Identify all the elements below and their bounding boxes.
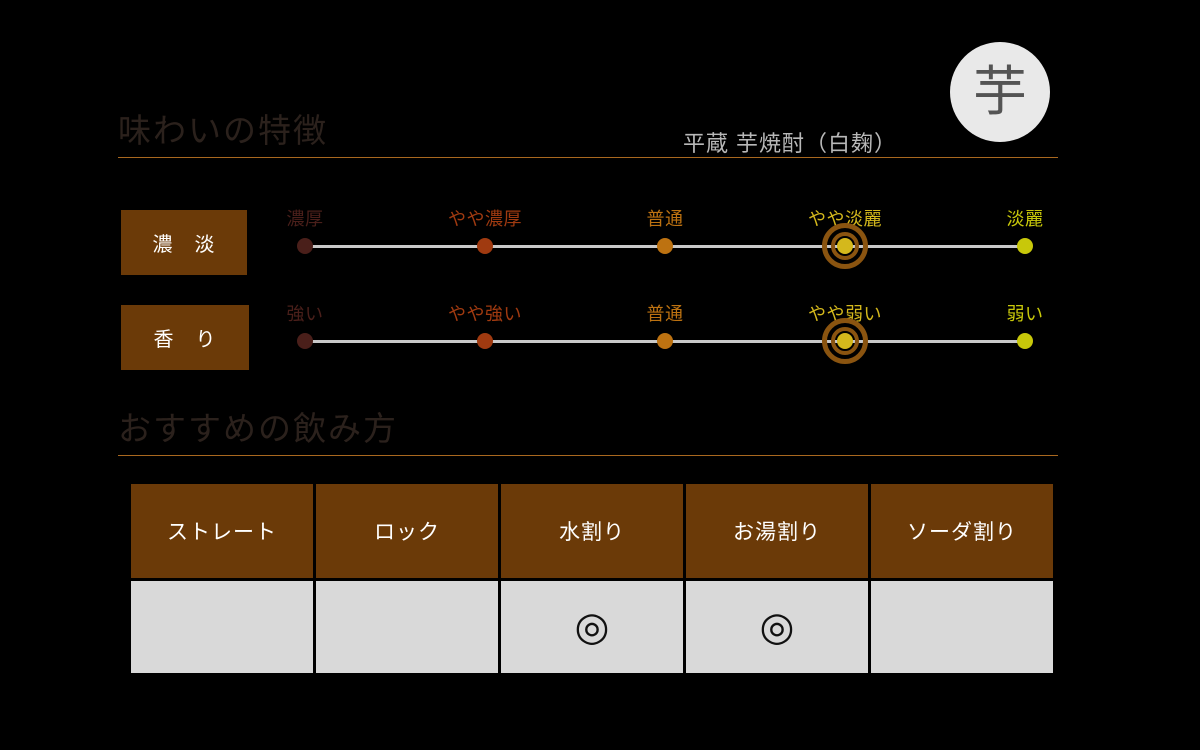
scale-row-noutan: 濃 淡 濃厚 やや濃厚 普通 やや淡麗 淡麗 [0, 205, 1200, 285]
drink-column-header: お湯割り [686, 484, 868, 578]
recommended-drink-table: ストレートロック水割りお湯割りソーダ割り ◎◎ [128, 481, 1056, 676]
drink-rating-cell: ◎ [501, 581, 683, 673]
scale-point-dot [477, 238, 493, 254]
drink-rating-cell [131, 581, 313, 673]
selected-ring-inner [831, 327, 859, 355]
drink-rating-cell [316, 581, 498, 673]
table-row: ◎◎ [131, 581, 1053, 673]
taste-section-title: 味わいの特徴 [118, 114, 328, 150]
selected-ring-outer [822, 223, 868, 269]
badge-character: 芋 [973, 62, 1027, 122]
scale-point-dot [1017, 333, 1033, 349]
scale-point-dot [657, 333, 673, 349]
scale-point-label: やや淡麗 [808, 209, 882, 229]
double-circle-icon: ◎ [574, 604, 610, 650]
product-name: 平蔵 芋焼酎（白麹） [682, 131, 898, 156]
scale-point-label: やや濃厚 [448, 209, 522, 229]
drink-column-header: ストレート [131, 484, 313, 578]
drink-column-header: ソーダ割り [871, 484, 1053, 578]
scale-point-dot [297, 238, 313, 254]
taste-section-divider [118, 157, 1058, 158]
scale-point-dot [297, 333, 313, 349]
drink-rating-cell [871, 581, 1053, 673]
scale-point-dot [477, 333, 493, 349]
drink-rating-cell: ◎ [686, 581, 868, 673]
scale-point-label: 普通 [646, 304, 684, 324]
scale-point-dot [837, 238, 853, 254]
double-circle-icon: ◎ [759, 604, 795, 650]
scale-point-dot [1017, 238, 1033, 254]
drink-section-title: おすすめの飲み方 [118, 412, 398, 448]
scale-point-label: 弱い [1006, 304, 1044, 324]
table-header-row: ストレートロック水割りお湯割りソーダ割り [131, 484, 1053, 578]
scale-point-label: やや弱い [808, 304, 882, 324]
scale-point-label: 強い [286, 304, 324, 324]
selected-ring-outer [822, 318, 868, 364]
scale-row-label: 濃 淡 [121, 210, 247, 275]
drink-column-header: 水割り [501, 484, 683, 578]
scale-point-dot [657, 238, 673, 254]
scale-point-label: 淡麗 [1006, 209, 1044, 229]
drink-column-header: ロック [316, 484, 498, 578]
scale-point-dot [837, 333, 853, 349]
scale-point-label: 普通 [646, 209, 684, 229]
scale-point-label: 濃厚 [286, 209, 324, 229]
imo-badge: 芋 [950, 42, 1050, 142]
drink-section-divider [118, 455, 1058, 456]
scale-point-label: やや強い [448, 304, 522, 324]
scale-row-kaori: 香 り 強い やや強い 普通 やや弱い 弱い [0, 300, 1200, 380]
scale-row-label: 香 り [121, 305, 249, 370]
selected-ring-inner [831, 232, 859, 260]
